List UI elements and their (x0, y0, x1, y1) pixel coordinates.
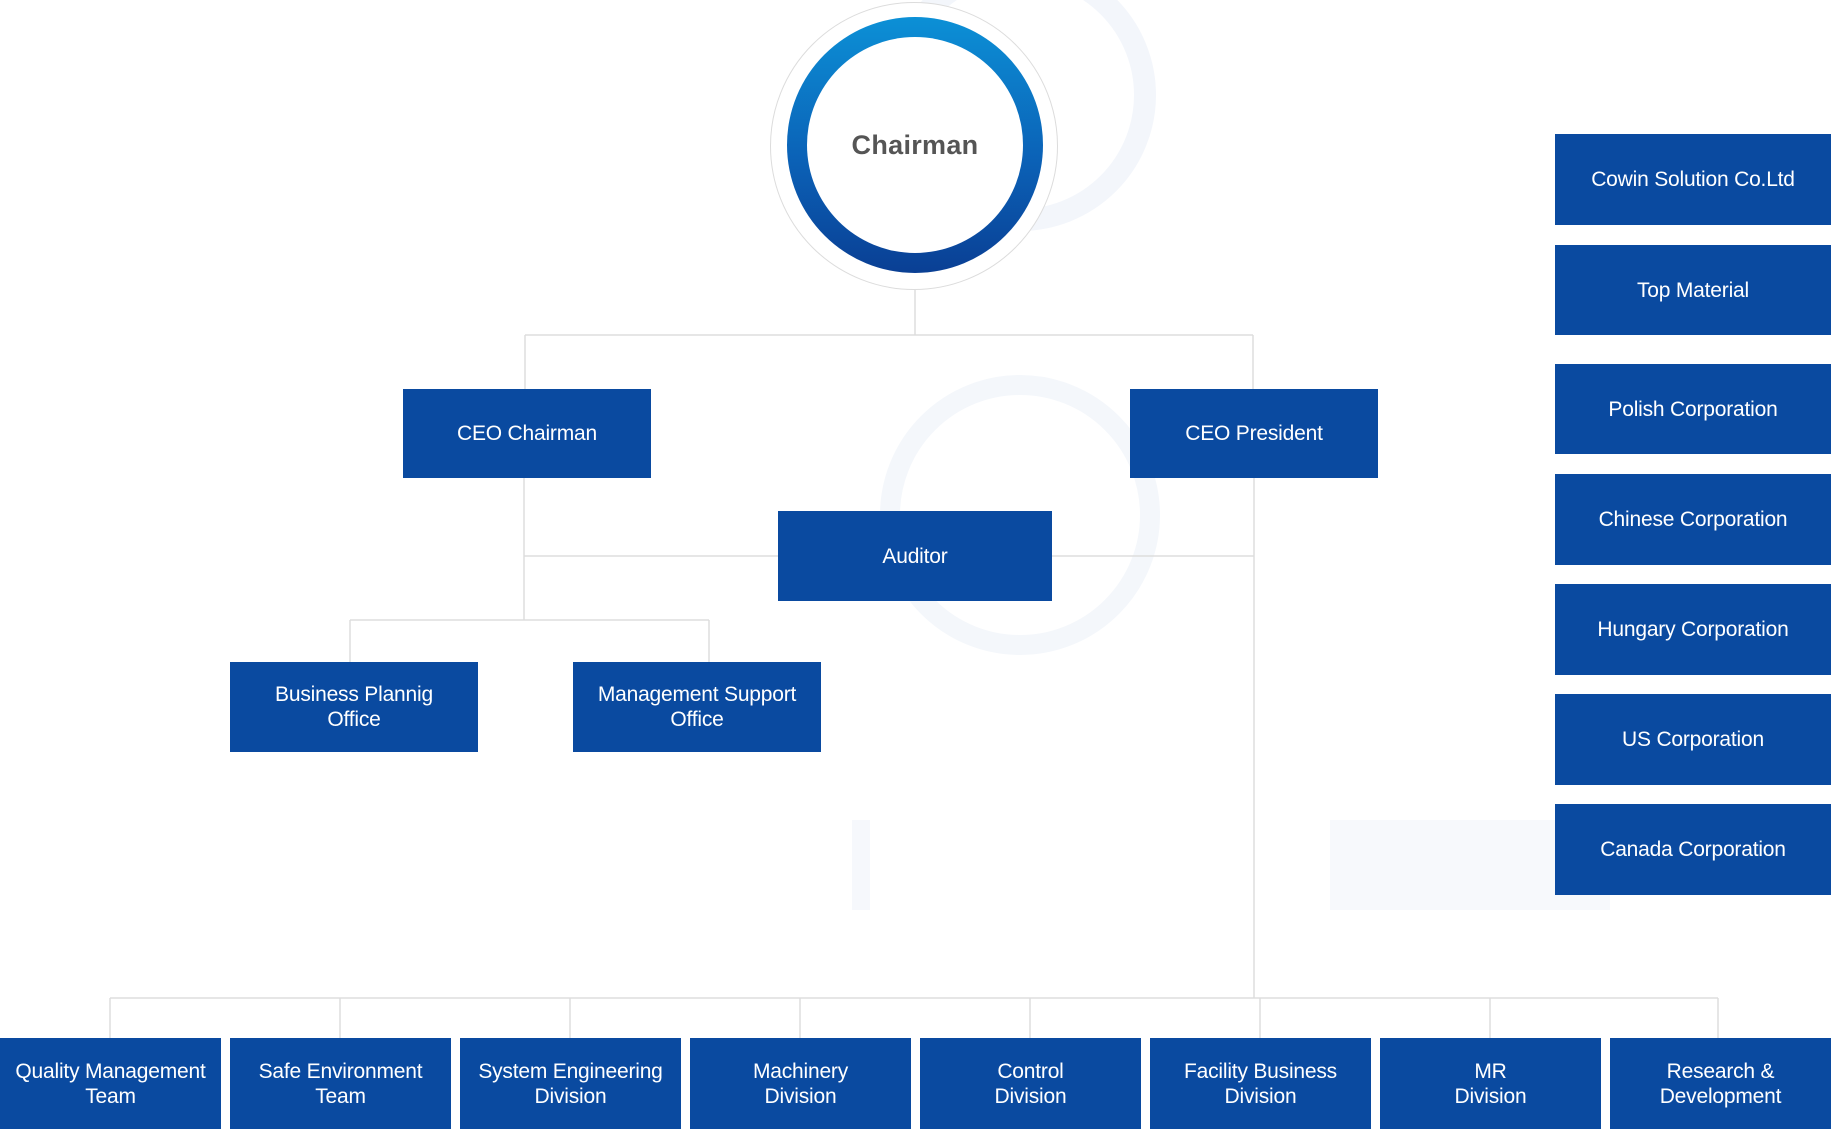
subsidiary-hungary-corporation[interactable]: Hungary Corporation (1555, 584, 1831, 675)
chairman-node[interactable]: Chairman (807, 37, 1023, 253)
management-support-office-box[interactable]: Management Support Office (573, 662, 821, 752)
subsidiary-polish-corporation[interactable]: Polish Corporation (1555, 364, 1831, 454)
subsidiary-us-corporation[interactable]: US Corporation (1555, 694, 1831, 785)
chairman-label: Chairman (851, 129, 979, 160)
subsidiary-top-material[interactable]: Top Material (1555, 245, 1831, 335)
division-research-development[interactable]: Research & Development (1610, 1038, 1831, 1129)
division-control[interactable]: Control Division (920, 1038, 1141, 1129)
division-mr[interactable]: MR Division (1380, 1038, 1601, 1129)
division-system-engineering[interactable]: System Engineering Division (460, 1038, 681, 1129)
auditor-box[interactable]: Auditor (778, 511, 1052, 601)
division-quality-management-team[interactable]: Quality Management Team (0, 1038, 221, 1129)
ceo-president-box[interactable]: CEO President (1130, 389, 1378, 478)
division-safe-environment-team[interactable]: Safe Environment Team (230, 1038, 451, 1129)
division-facility-business[interactable]: Facility Business Division (1150, 1038, 1371, 1129)
subsidiary-chinese-corporation[interactable]: Chinese Corporation (1555, 474, 1831, 565)
subsidiary-cowin-solution[interactable]: Cowin Solution Co.Ltd (1555, 134, 1831, 225)
business-planning-office-box[interactable]: Business Plannig Office (230, 662, 478, 752)
subsidiary-canada-corporation[interactable]: Canada Corporation (1555, 804, 1831, 895)
division-machinery[interactable]: Machinery Division (690, 1038, 911, 1129)
ceo-chairman-box[interactable]: CEO Chairman (403, 389, 651, 478)
